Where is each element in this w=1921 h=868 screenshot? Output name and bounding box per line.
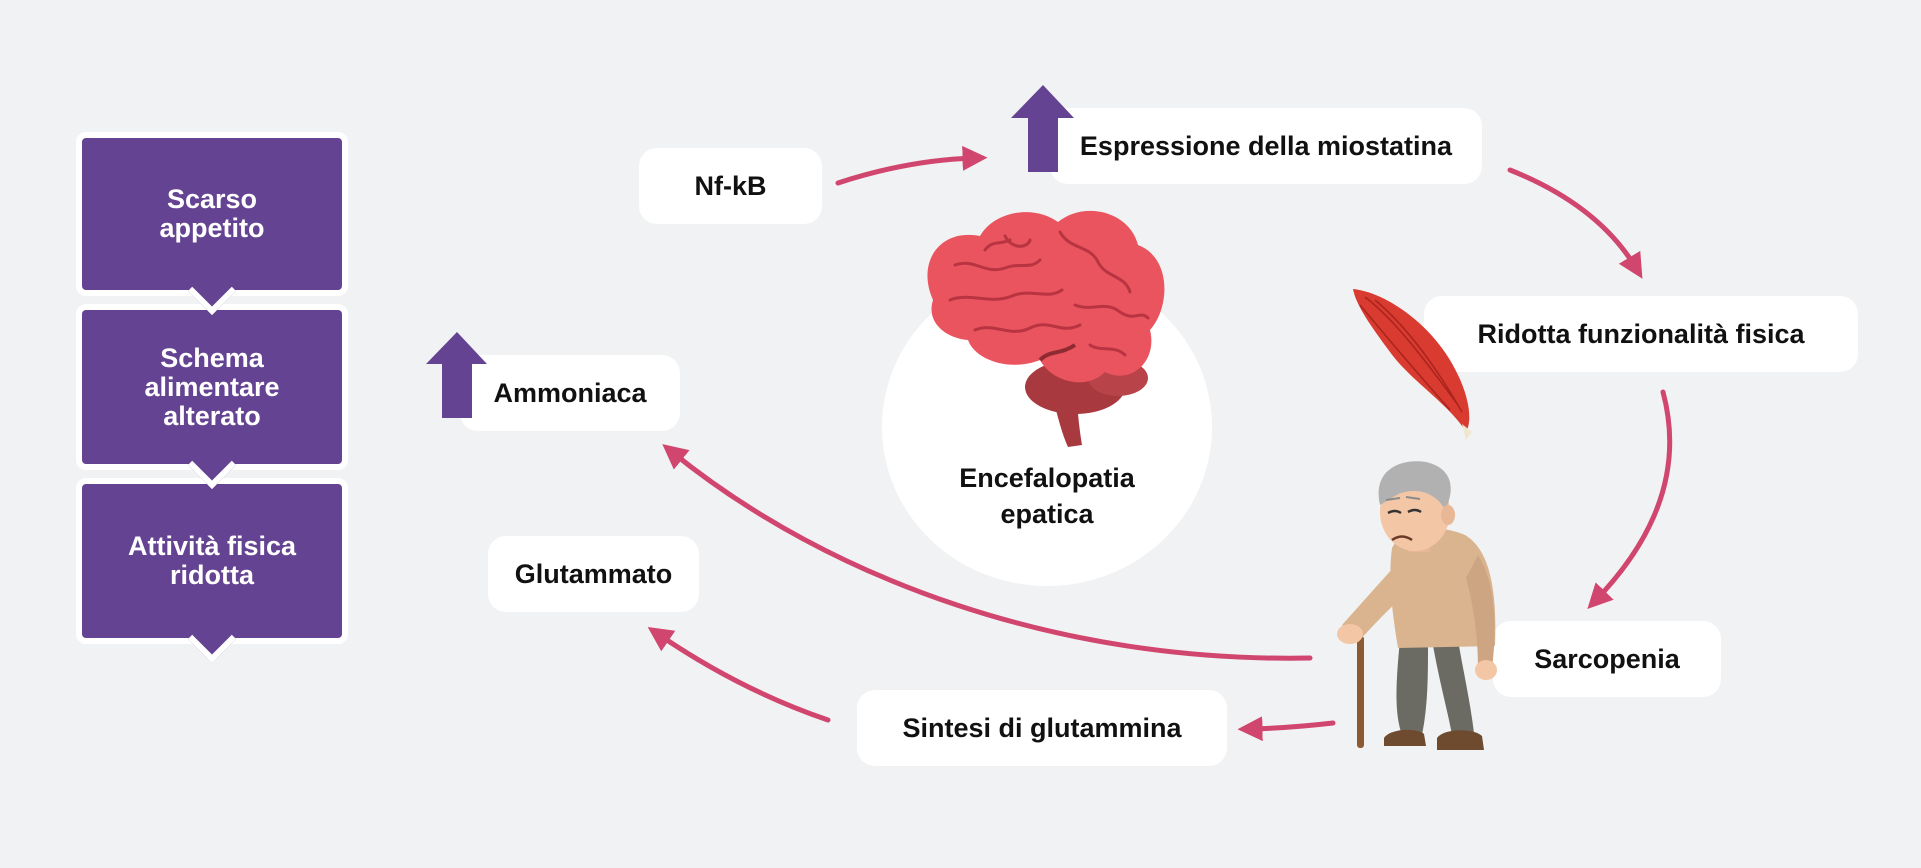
arrow-miostatina-to-ridotta	[1507, 167, 1643, 279]
box-line: Attività fisica	[127, 531, 297, 561]
arrow-sarcopenia-to-ammoniaca	[662, 444, 1313, 661]
elderly-person-icon	[1337, 461, 1497, 750]
label-nfkb: Nf-kB	[639, 148, 822, 224]
arrow-glutammina-to-glutammato	[647, 626, 831, 723]
box-attivita-fisica: Attività fisica ridotta	[76, 478, 348, 644]
label-sarcopenia: Sarcopenia	[1493, 621, 1721, 697]
box-line: alterato	[163, 400, 261, 431]
arrow-nfkb-to-miostatina	[835, 145, 988, 186]
arrow-ridotta-to-sarcopenia	[1587, 389, 1673, 610]
label-glutammato: Glutammato	[488, 536, 699, 612]
box-line: ridotta	[170, 560, 254, 590]
brain-icon	[927, 210, 1165, 447]
label-ammoniaca: Ammoniaca	[460, 355, 680, 431]
arrow-sarcopenia-to-glutammina	[1237, 716, 1336, 742]
box-line: alimentare	[144, 371, 280, 402]
label-miostatina: Espressione della miostatina	[1050, 108, 1482, 184]
center-label-line: Encefalopatia	[959, 463, 1135, 493]
box-line: Scarso	[166, 184, 258, 214]
muscle-icon	[1353, 289, 1472, 440]
label-sintesi-glutammina: Sintesi di glutammina	[857, 690, 1227, 766]
up-arrow-icon	[426, 332, 487, 418]
center-label-line: epatica	[1000, 499, 1094, 529]
box-line: Schema	[160, 342, 264, 373]
label-ridotta-funzionalita: Ridotta funzionalità fisica	[1424, 296, 1858, 372]
up-arrow-icon	[1011, 85, 1074, 172]
center-label: Encefalopatia epatica	[882, 460, 1212, 532]
box-line: appetito	[159, 213, 265, 243]
